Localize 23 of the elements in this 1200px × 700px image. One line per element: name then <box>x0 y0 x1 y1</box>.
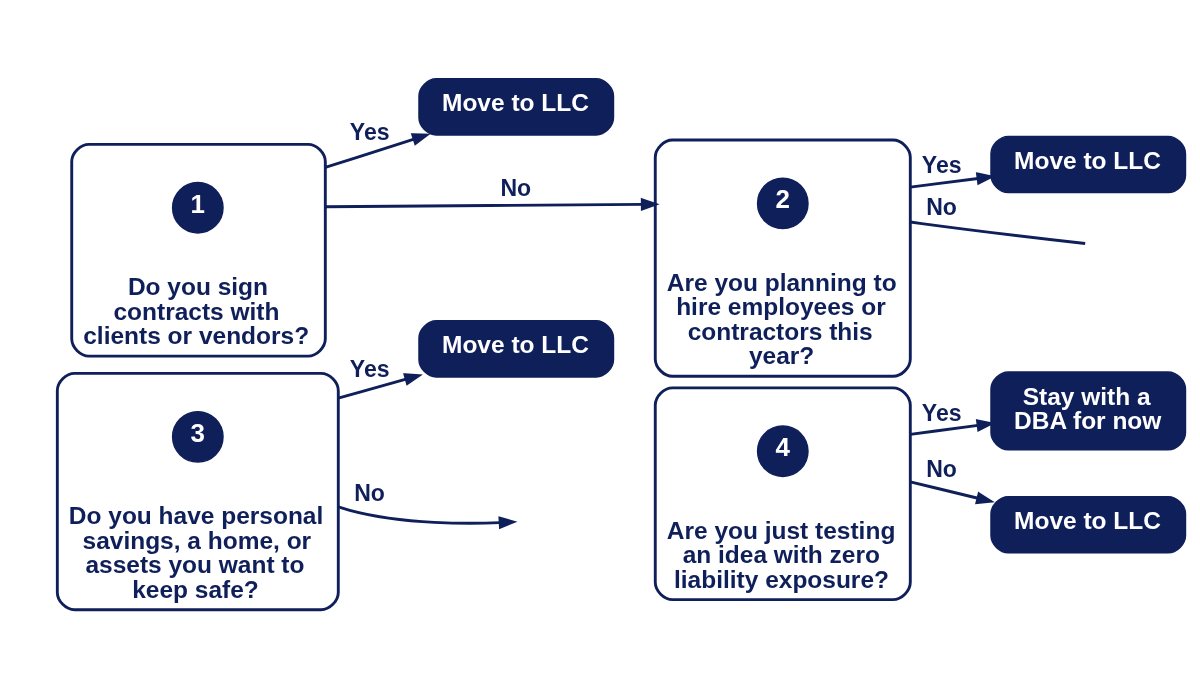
node-circle: 3 <box>171 410 224 463</box>
edge-label: Yes <box>921 399 962 426</box>
edge-label: Yes <box>349 118 390 145</box>
edge-label: Yes <box>349 356 390 383</box>
node-box: Move to LLC <box>990 135 1187 194</box>
arrow <box>325 197 660 211</box>
edge-label: No <box>926 455 957 482</box>
edge-label: No <box>926 193 957 220</box>
arrow <box>337 505 518 530</box>
edge-label: No <box>354 480 385 507</box>
node-circle: 4 <box>756 425 809 478</box>
arrow <box>909 480 995 505</box>
node-box: Stay with a DBA for now <box>990 371 1187 451</box>
arrow <box>324 133 431 169</box>
edge-label: Yes <box>921 151 962 178</box>
node-circle: 1 <box>171 181 224 234</box>
edge-label: No <box>500 174 532 201</box>
arrow <box>337 373 423 400</box>
node-box: Move to LLC <box>990 495 1187 554</box>
node-box: Move to LLC <box>418 320 615 378</box>
node-box: Move to LLC <box>418 78 615 136</box>
node-circle: 2 <box>756 177 809 230</box>
connector <box>910 220 1086 245</box>
